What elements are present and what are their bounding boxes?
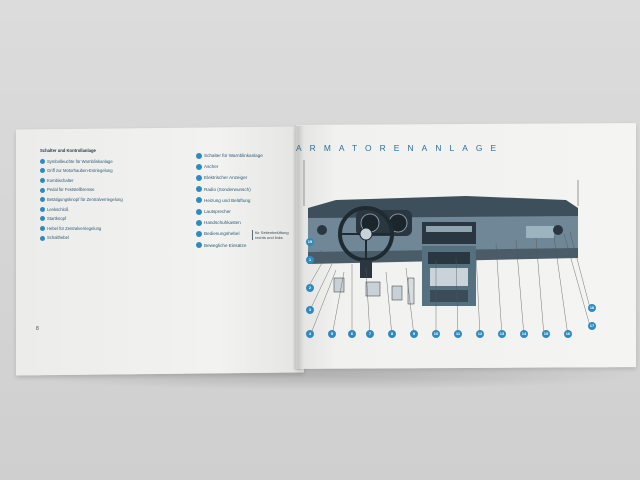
list-item: Symbolleuchte für Warnblinkanlage (40, 157, 123, 167)
list-item: Ascher (196, 161, 263, 172)
bullet-icon (196, 231, 202, 238)
bullet-icon (196, 219, 202, 226)
list-item: Radio (Sonderwunsch) (196, 184, 263, 195)
callout-5: 5 (328, 330, 336, 338)
page-title: ARMATORENANLAGE (296, 143, 505, 153)
callout-11: 11 (454, 330, 462, 338)
bullet-icon (196, 197, 202, 204)
clutch-pedal (333, 277, 345, 293)
shift-lever (407, 277, 415, 305)
list-item: Kombischalter (40, 176, 123, 186)
list-item: Bewegliche Einsätze (196, 240, 263, 251)
callout-7: 7 (366, 330, 374, 338)
book-gutter (292, 126, 304, 370)
brake-pedal (365, 281, 381, 297)
callout-10: 10 (432, 330, 440, 338)
list-item: Hebel für Zentralverriegelung (40, 224, 123, 234)
bullet-icon (196, 186, 202, 193)
callout-3: 3 (306, 306, 314, 314)
callout-leader-lines (309, 231, 591, 337)
callout-17: 17 (588, 322, 596, 330)
console-lower (430, 290, 468, 302)
bullet-icon (196, 208, 202, 215)
list-item: Handschuhkasten (196, 217, 263, 228)
list-item: Lautsprecher (196, 206, 263, 217)
page-number: 8 (36, 326, 39, 332)
bullet-icon (40, 168, 45, 174)
bullet-icon (40, 158, 45, 164)
bullet-icon (196, 163, 202, 170)
bullet-icon (40, 187, 45, 193)
callout-14: 14 (520, 330, 528, 338)
bullet-icon (40, 226, 45, 232)
callout-2: 2 (306, 284, 314, 292)
bullet-icon (40, 216, 45, 222)
left-page-list: Schalter und Kontrollanlage Symbolleucht… (40, 146, 123, 243)
list-item: Heizung und Belüftung (196, 195, 263, 206)
left-vent (317, 225, 327, 235)
list-item: Schalter für Warnblinkanlage (196, 150, 263, 161)
right-vent (553, 225, 563, 235)
glovebox-lid (526, 226, 554, 238)
left-page-heading: Schalter und Kontrollanlage (40, 148, 96, 153)
dashboard-illustration (303, 160, 591, 337)
callout-12: 12 (476, 330, 484, 338)
bullet-icon (40, 235, 45, 241)
accelerator-pedal (391, 285, 403, 301)
list-item: Griff zur Motorhauben-Entriegelung (40, 166, 123, 176)
callout-9: 9 (410, 330, 418, 338)
ashtray-panel (430, 268, 468, 286)
callout-15: 15 (542, 330, 550, 338)
callout-6: 6 (348, 330, 356, 338)
list-item: Pedal für Feststellbremse (40, 185, 123, 195)
list-item: Lenkschloß (40, 205, 123, 215)
list-item: Startknopf (40, 214, 123, 224)
bullet-icon (196, 175, 202, 181)
list-item: Schalthebel (40, 233, 123, 243)
bullet-icon (196, 242, 202, 249)
callout-4: 4 (306, 330, 314, 338)
bullet-icon (40, 197, 45, 203)
bullet-icon (196, 152, 202, 159)
radio-slot (426, 226, 472, 232)
steering-hub (359, 227, 373, 241)
list-item: Betätigungsknopf für Zentralverriegelung (40, 195, 123, 205)
callout-13: 13 (498, 330, 506, 338)
callout-19: 19 (306, 238, 314, 246)
callout-1: 1 (306, 256, 314, 264)
bullet-icon (40, 206, 45, 212)
callout-16: 16 (564, 330, 572, 338)
middle-column-list: Schalter für Warnblinkanlage Ascher Elek… (196, 150, 263, 251)
bullet-icon (40, 178, 45, 184)
callout-8: 8 (388, 330, 396, 338)
ventilation-subnote: für Seitenbelüftung rechts und links (252, 230, 299, 240)
list-item: Elektrischer Anzeiger (196, 172, 263, 183)
list-item: Bedienungshebel (196, 228, 263, 239)
callout-18: 18 (588, 304, 596, 312)
center-vents (422, 222, 476, 244)
radio-unit (428, 252, 470, 264)
